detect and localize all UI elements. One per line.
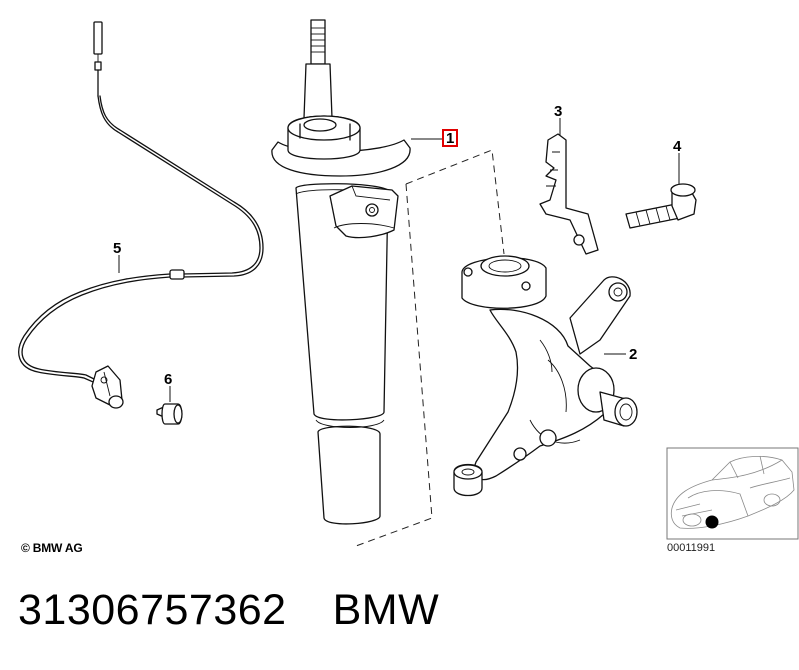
part-caption: 31306757362 BMW xyxy=(18,584,439,636)
part-number: 31306757362 xyxy=(18,586,287,634)
vehicle-locator-thumbnail xyxy=(666,447,799,540)
callout-2: 2 xyxy=(629,346,637,363)
callout-1: 1 xyxy=(446,130,454,147)
callout-5: 5 xyxy=(113,240,121,257)
hex-bolt xyxy=(625,183,697,229)
holder-bracket xyxy=(539,133,599,255)
screw xyxy=(156,403,183,425)
location-marker-icon xyxy=(705,515,719,529)
steering-knuckle xyxy=(453,255,638,497)
callout-4: 4 xyxy=(673,138,682,155)
diagram-reference-code: 00011991 xyxy=(667,542,716,554)
callout-1-highlight xyxy=(442,129,458,147)
callout-3: 3 xyxy=(554,103,562,120)
shock-strut xyxy=(271,19,411,525)
callout-6: 6 xyxy=(164,371,172,388)
brand-name: BMW xyxy=(332,586,440,634)
callout-leaders xyxy=(118,118,680,402)
sensor-cable xyxy=(18,21,264,409)
copyright-notice: © BMW AG xyxy=(21,541,83,555)
assembly-guide-lines xyxy=(355,149,505,547)
